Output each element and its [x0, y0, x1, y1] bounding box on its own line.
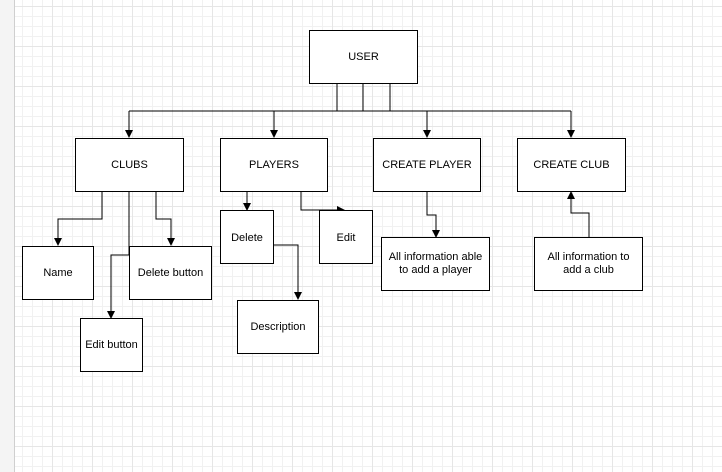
node-delete-button[interactable]: Delete button: [129, 246, 212, 300]
node-label: CLUBS: [111, 158, 148, 171]
edge-clubs-to-delete-button: [155, 192, 175, 246]
node-user[interactable]: USER: [309, 30, 418, 84]
node-label: Edit: [336, 232, 356, 244]
node-label: PLAYERS: [249, 158, 299, 171]
node-edit-button[interactable]: Edit button: [80, 318, 143, 372]
node-label: All information able to add a player: [388, 251, 483, 276]
node-label: All information to add a club: [547, 251, 630, 276]
edge-create-club-info-to-create-club: [567, 191, 590, 237]
node-clubs[interactable]: CLUBS: [75, 138, 184, 192]
node-create-player[interactable]: CREATE PLAYER: [373, 138, 481, 192]
node-players[interactable]: PLAYERS: [220, 138, 328, 192]
node-label: Edit button: [85, 338, 138, 351]
node-delete[interactable]: Delete: [220, 210, 274, 264]
node-label: CREATE CLUB: [533, 158, 610, 171]
node-create-club-info[interactable]: All information to add a club: [534, 237, 643, 291]
edge-delete-to-description: [274, 244, 302, 300]
node-edit[interactable]: Edit: [319, 210, 373, 264]
node-create-player-info[interactable]: All information able to add a player: [381, 237, 490, 291]
edge-clubs-to-edit-button: [107, 192, 130, 319]
edge-create-player-to-info: [426, 192, 440, 238]
node-label: USER: [348, 50, 379, 63]
node-description[interactable]: Description: [237, 300, 319, 354]
node-label: Delete: [231, 232, 263, 244]
node-name[interactable]: Name: [22, 246, 94, 300]
node-label: Delete button: [137, 266, 204, 279]
node-label: Name: [43, 266, 73, 279]
edge-players-to-edit: [300, 192, 345, 214]
node-create-club[interactable]: CREATE CLUB: [517, 138, 626, 192]
edge-clubs-to-name: [54, 192, 103, 246]
node-label: CREATE PLAYER: [382, 158, 472, 171]
node-label: Description: [250, 320, 306, 333]
